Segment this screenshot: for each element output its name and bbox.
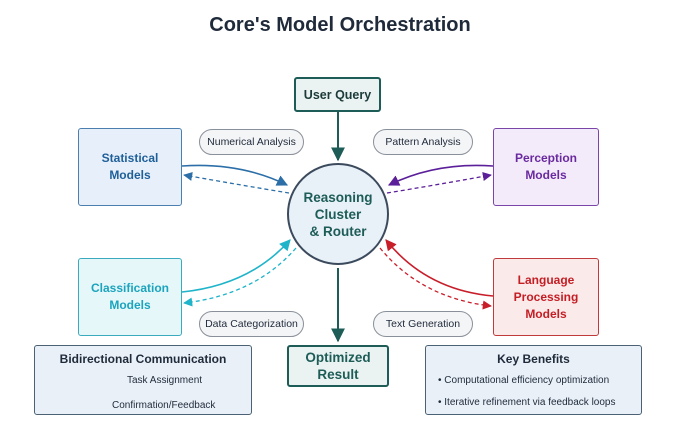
perception-task-arrow	[387, 164, 494, 186]
classification-label-line1: Classification	[90, 281, 170, 295]
key-benefits-panel: Key Benefits • Computational efficiency …	[425, 345, 642, 415]
user-query-node: User Query	[294, 77, 381, 112]
language-label-line2: Processing	[513, 289, 579, 304]
user-query-label: User Query	[303, 87, 372, 102]
router-label-line3: & Router	[309, 223, 367, 239]
classification-task-arrow	[181, 239, 291, 293]
perception-label-line2: Models	[525, 168, 567, 182]
result-label-line2: Result	[317, 367, 359, 382]
diagram-title: Core's Model Orchestration	[209, 14, 471, 36]
legend-feedback-label: Confirmation/Feedback	[112, 400, 216, 411]
router-label-line1: Reasoning	[303, 189, 373, 205]
perception-label-line1: Perception	[514, 151, 577, 165]
text-generation-label: Text Generation	[373, 311, 473, 337]
optimized-result-node: Optimized Result	[287, 345, 389, 387]
perception-models-node: Perception Models	[493, 128, 599, 206]
legend-panel: Bidirectional Communication Task Assignm…	[34, 345, 252, 415]
benefit-item: • Iterative refinement via feedback loop…	[438, 397, 616, 408]
language-label-line3: Models	[525, 306, 567, 321]
language-label-line1: Language	[517, 272, 575, 287]
classification-models-node: Classification Models	[78, 258, 182, 336]
numerical-analysis-label: Numerical Analysis	[199, 129, 304, 155]
language-task-arrow	[385, 239, 494, 297]
language-feedback-arrow	[379, 247, 492, 310]
router-label-line2: Cluster	[314, 206, 362, 222]
classification-label-line2: Models	[109, 298, 151, 312]
reasoning-router-node: Reasoning Cluster & Router	[287, 163, 389, 265]
benefits-title: Key Benefits	[497, 352, 570, 366]
data-categorization-label: Data Categorization	[199, 311, 304, 337]
benefit-item: • Computational efficiency optimization	[438, 375, 610, 386]
legend-task-label: Task Assignment	[127, 375, 203, 386]
perception-feedback-arrow	[386, 171, 492, 194]
statistical-feedback-arrow	[183, 171, 290, 194]
language-models-node: Language Processing Models	[493, 258, 599, 336]
statistical-models-node: Statistical Models	[78, 128, 182, 206]
statistical-label-line1: Statistical	[101, 151, 159, 165]
pattern-analysis-label: Pattern Analysis	[373, 129, 473, 155]
result-label-line1: Optimized	[305, 350, 371, 365]
classification-feedback-arrow	[183, 247, 297, 307]
statistical-label-line2: Models	[109, 168, 151, 182]
statistical-task-arrow	[181, 164, 289, 186]
legend-title: Bidirectional Communication	[59, 352, 227, 366]
